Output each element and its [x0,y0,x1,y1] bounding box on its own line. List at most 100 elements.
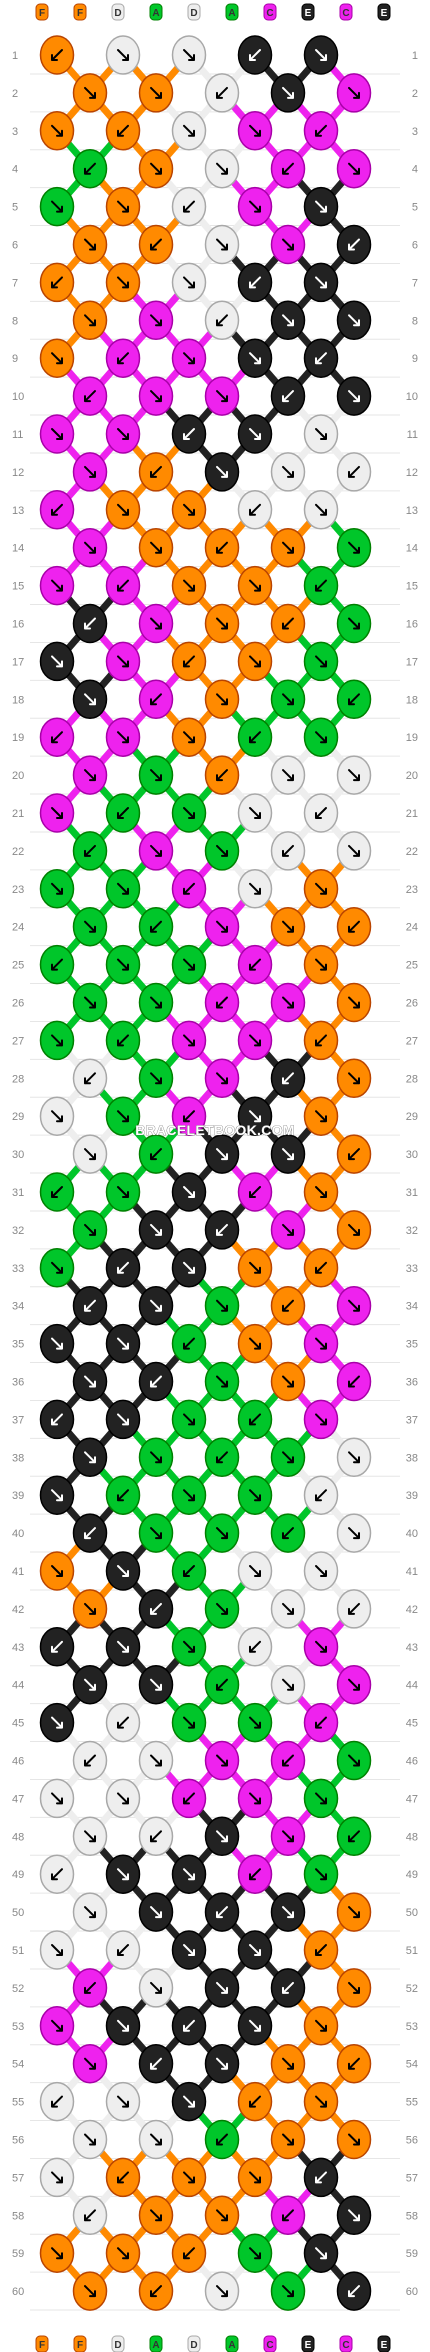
knot-arrow-icon [51,655,63,668]
knot-arrow-icon [216,693,228,706]
string-label-bottom-tab [225,2335,239,2352]
row-number-right: 30 [406,1149,418,1161]
knot-arrow-icon [51,1261,63,1274]
knot-arrow-icon [84,2285,96,2298]
knot-arrow-icon [348,1981,360,1994]
knot-arrow-icon [249,1110,261,1123]
knot [171,2157,207,2198]
knot [39,186,75,227]
knot-arrow-icon [282,1299,294,1312]
knot [336,1513,372,1553]
knot-arrow-icon [117,1944,129,1956]
knot-arrow-icon [315,1034,327,1047]
knot [105,1020,141,1061]
knot [336,1361,372,1402]
knot-arrow-icon [51,503,63,516]
knot-arrow-icon [315,276,327,289]
row-number-left: 58 [12,2210,24,2222]
knot-arrow-icon [282,844,294,857]
knot [39,111,75,151]
knot-arrow-icon [348,1451,360,1464]
row-number-right: 23 [406,884,418,896]
row-number-right: 50 [406,1907,418,1919]
knot [303,186,339,227]
knot-arrow-icon [249,655,261,668]
knot [72,1589,108,1629]
knot [336,148,372,189]
knot [39,414,75,454]
knot-arrow-icon [183,1261,195,1274]
knot-arrow-icon [282,390,294,403]
knot [138,224,174,265]
knot-arrow-icon [183,1110,195,1123]
knot-arrow-icon [84,162,96,175]
knot-arrow-icon [315,2095,327,2108]
knot [204,831,240,871]
knot [303,1475,339,1515]
knot [171,2233,207,2273]
knot-arrow-icon [150,1754,162,1767]
row-number-right: 11 [407,429,418,441]
knot [138,2195,174,2236]
knot [72,148,108,189]
knot [72,1513,108,1553]
knot-arrow-icon [117,1261,129,1274]
knot-arrow-icon [51,1640,63,1653]
knot [204,1968,240,2008]
knot-arrow-icon [249,1489,261,1502]
knot [303,111,339,151]
knot-arrow-icon [282,1223,294,1236]
knot-arrow-icon [282,769,294,782]
knot-arrow-icon [216,162,228,175]
knot [171,490,207,530]
knot-arrow-icon [117,2019,129,2032]
knot [237,2233,273,2273]
knot-arrow-icon [150,1223,162,1236]
row-number-left: 56 [12,2135,24,2147]
knot [237,338,273,378]
knot [171,1702,207,1743]
knot-arrow-icon [315,882,327,895]
knot-arrow-icon [315,124,327,137]
string-label-bottom: F [77,2340,83,2351]
knot-arrow-icon [282,1981,294,1994]
knot-arrow-icon [315,428,327,440]
knot [138,755,174,795]
knot [72,755,108,795]
knot [39,1778,75,1819]
knot-arrow-icon [216,1223,228,1236]
knot [39,2006,75,2046]
knot [39,35,75,75]
row-number-right: 27 [406,1035,418,1047]
knot [237,1020,273,1061]
knot [39,1475,75,1515]
row-number-left: 39 [12,1490,24,1502]
row-number-left: 29 [12,1111,24,1123]
knot-arrow-icon [216,1148,228,1161]
knot [105,1702,141,1743]
knot [105,1248,141,1288]
knot-arrow-icon [216,2057,228,2070]
knot-arrow-icon [282,996,294,1009]
knot [171,1096,207,1136]
knot-arrow-icon [315,1565,327,1577]
knot-arrow-icon [315,49,327,61]
row-number-left: 12 [12,467,24,479]
knot-arrow-icon [51,882,63,895]
string-label-bottom-tab [301,2335,315,2352]
knot-arrow-icon [117,1489,129,1502]
row-number-right: 48 [406,1831,418,1843]
string-label-top: C [266,8,273,19]
knot [171,338,207,378]
row-number-left: 53 [12,2021,24,2033]
knot [270,2271,306,2311]
knot [204,1210,240,1250]
knot-arrow-icon [51,352,63,365]
knot [72,452,108,492]
knot [138,2119,174,2160]
knot-arrow-icon [183,1640,195,1653]
knot [270,1437,306,1478]
knot-arrow-icon [282,693,294,706]
knot [303,338,339,378]
knot [39,717,75,757]
